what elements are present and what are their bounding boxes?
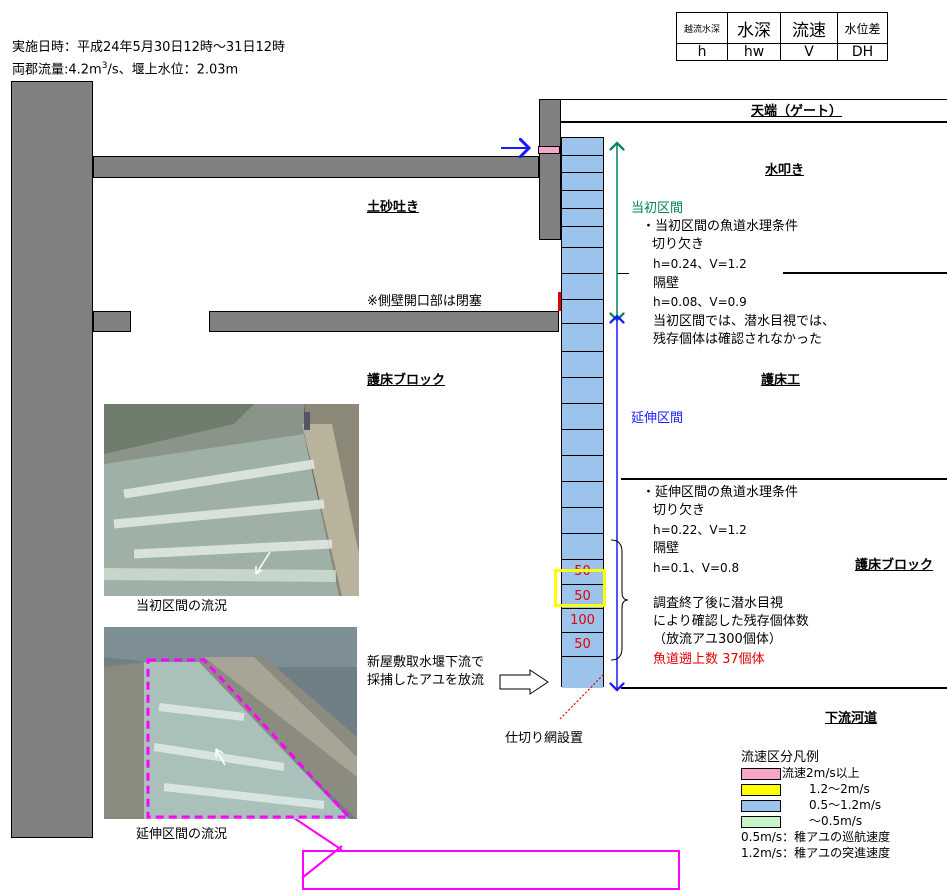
symbol-dh: DH xyxy=(837,43,888,61)
crest-gate-label: 天端（ゲート） xyxy=(751,104,843,119)
pool-cell-count: 50 xyxy=(562,633,603,657)
pool-cell xyxy=(562,657,603,688)
pool-cell xyxy=(562,156,603,173)
release-note-line2: 採捕したアユを放流 xyxy=(367,673,485,688)
bed-protection-end-line xyxy=(621,478,947,480)
pool-cell xyxy=(562,324,603,352)
apron-end-line-left xyxy=(617,273,629,274)
speed-legend-swatch-yellow xyxy=(741,784,781,796)
initial-section-photo xyxy=(104,404,359,596)
count-bracket xyxy=(610,539,629,661)
fishway-channel: 50 50 100 50 xyxy=(561,137,604,688)
left-bank-wall xyxy=(11,81,93,838)
sediment-sluice-wall xyxy=(93,156,539,178)
partition-net-line xyxy=(559,673,605,720)
pool-cell xyxy=(562,227,603,248)
pool-cell-count: 100 xyxy=(562,609,603,633)
survey-datetime: 実施日時：平成24年5月30日12時～31日12時 xyxy=(12,40,285,55)
pool-cell xyxy=(562,508,603,534)
pool-cell xyxy=(562,482,603,508)
initial-note-line2: 残存個体は確認されなかった xyxy=(653,332,823,347)
speed-legend-label-pink: 流速2m/s以上 xyxy=(782,766,860,780)
count-note-line3: （放流アユ300個体） xyxy=(653,632,782,647)
pool-cell xyxy=(562,352,603,378)
extended-notch-label: 切り欠き xyxy=(653,503,706,518)
downstream-river-label: 下流河道 xyxy=(825,711,878,726)
extended-partition-value: h=0.1、V=0.8 xyxy=(653,561,740,575)
pool-cell xyxy=(562,274,603,300)
pool-cell xyxy=(562,248,603,274)
downstream-river-line xyxy=(621,687,947,689)
initial-notch-value: h=0.24、V=1.2 xyxy=(653,257,747,271)
sediment-sluice-label: 土砂吐き xyxy=(367,200,420,215)
bed-block-label-right: 護床ブロック xyxy=(855,558,934,573)
gate-line xyxy=(561,121,947,123)
initial-section-title: 当初区間 xyxy=(631,201,684,216)
partition-net-label: 仕切り網設置 xyxy=(505,731,584,746)
side-wall-opening-closed-marker xyxy=(558,292,562,311)
hydraulic-symbol-table: 越流水深 水深 流速 水位差 h hw V DH xyxy=(676,12,888,61)
release-note-line1: 新屋敷取水堰下流で xyxy=(367,655,485,670)
extended-partition-label: 隔壁 xyxy=(653,541,680,556)
extended-notch-value: h=0.22、V=1.2 xyxy=(653,523,747,537)
extended-condition-title: ・延伸区間の魚道水理条件 xyxy=(642,485,799,500)
pool-cell xyxy=(562,378,603,404)
high-speed-inlet-marker xyxy=(538,146,560,154)
extended-section-title: 延伸区間 xyxy=(631,411,684,426)
symbol-hw-label: 水深 xyxy=(727,12,781,44)
extended-section-photo xyxy=(104,627,357,819)
speed-legend-swatch-pink xyxy=(741,768,781,780)
initial-photo-caption: 当初区間の流況 xyxy=(136,599,228,614)
speed-legend-swatch-green xyxy=(741,816,781,828)
initial-partition-label: 隔壁 xyxy=(653,276,680,291)
extended-photo-image xyxy=(104,627,357,819)
gate-pier xyxy=(539,99,561,240)
callout-leader xyxy=(293,817,343,851)
speed-note-burst: 1.2m/s：稚アユの突進速度 xyxy=(741,846,891,860)
pool-cell xyxy=(562,209,603,227)
pool-cell xyxy=(562,430,603,456)
pool-cell xyxy=(562,191,603,209)
side-wall-right xyxy=(209,311,559,332)
release-arrow xyxy=(499,669,549,695)
pool-count-label: 50 xyxy=(574,637,591,652)
pool-count-label: 100 xyxy=(570,613,595,628)
initial-photo-image xyxy=(104,404,359,596)
pool-count-label: 50 xyxy=(574,589,591,604)
speed-note-cruising: 0.5m/s：稚アユの巡航速度 xyxy=(741,830,891,844)
symbol-hw: hw xyxy=(727,43,781,61)
pool-cell xyxy=(562,456,603,482)
pool-cell xyxy=(562,534,603,560)
bed-block-label-left: 護床ブロック xyxy=(367,373,446,388)
pool-cell xyxy=(562,173,603,191)
side-wall-note: ※側壁開口部は閉塞 xyxy=(367,294,482,309)
speed-legend-label-green: ～0.5m/s xyxy=(809,814,863,828)
apron-end-line xyxy=(783,272,947,274)
side-wall-left xyxy=(93,311,131,332)
flow-and-water-level: 両郡流量:4.2m3/s、堰上水位：2.03m xyxy=(12,61,239,78)
initial-note-line1: 当初区間では、潜水目視では、 xyxy=(653,314,836,329)
apron-label: 水叩き xyxy=(765,163,805,178)
speed-legend-title: 流速区分凡例 xyxy=(741,750,820,765)
pool-cell xyxy=(562,300,603,324)
speed-legend-label-yellow: 1.2～2m/s xyxy=(809,782,870,796)
initial-condition-title: ・当初区間の魚道水理条件 xyxy=(642,219,799,234)
highlighted-pool-frame xyxy=(554,569,606,607)
initial-notch-label: 切り欠き xyxy=(652,237,705,252)
extended-photo-caption: 延伸区間の流況 xyxy=(136,827,228,842)
initial-partition-value: h=0.08、V=0.9 xyxy=(653,295,747,309)
speed-legend-label-blue: 0.5～1.2m/s xyxy=(809,798,882,812)
callout-box xyxy=(302,850,680,890)
bed-protection-label: 護床工 xyxy=(761,373,801,388)
crest-line xyxy=(561,99,947,100)
count-note-line1: 調査終了後に潜水目視 xyxy=(653,596,784,611)
pool-cell xyxy=(562,138,603,156)
speed-legend-swatch-blue xyxy=(741,800,781,812)
count-note-line2: により確認した残存個体数 xyxy=(653,614,809,629)
ascent-count: 魚道遡上数 37個体 xyxy=(653,652,765,667)
pool-cell xyxy=(562,404,603,430)
